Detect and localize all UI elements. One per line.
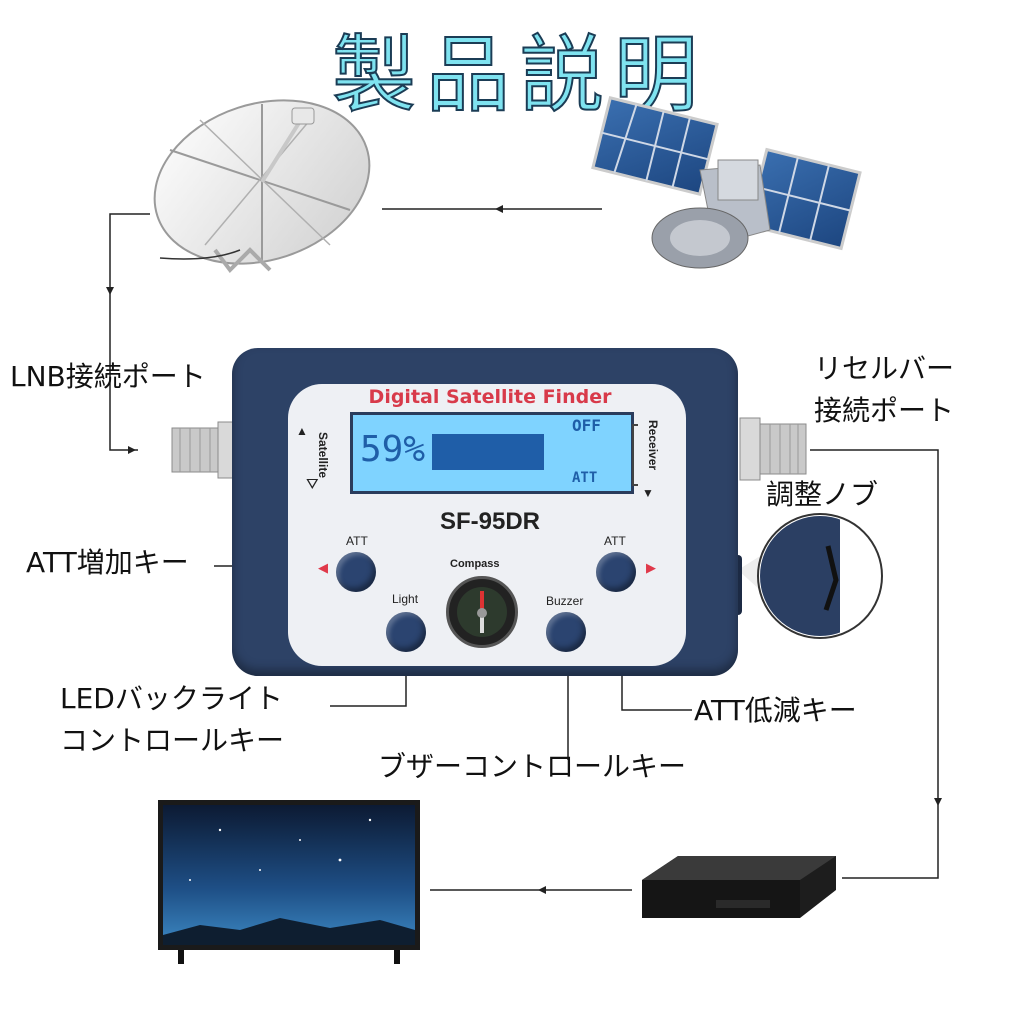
receiver-arrow-icon: ▼	[642, 486, 654, 500]
att-right-arrow-icon: ▶	[646, 560, 656, 575]
tv-icon	[158, 800, 420, 964]
satellite-arrow-icon: ▲	[296, 424, 308, 438]
compass-icon	[446, 576, 518, 648]
lnb-connector-icon	[171, 421, 235, 479]
led-backlight-label-line1: LEDバックライト	[60, 682, 283, 715]
compass-label: Compass	[450, 558, 500, 570]
receiver-port-label-line1: リセルバー	[814, 352, 955, 385]
led-backlight-label-line2: コントロールキー	[60, 724, 285, 757]
receiver-port-label-line2: 接続ポート	[814, 394, 955, 427]
att-left-arrow-icon: ◀	[318, 560, 328, 575]
lnb-port-label: LNB接続ポート	[10, 360, 206, 393]
buzzer-button[interactable]	[546, 612, 586, 652]
device-panel-title: Digital Satellite Finder	[368, 386, 612, 408]
adjust-knob-label: 調整ノブ	[766, 478, 879, 511]
light-button[interactable]	[386, 612, 426, 652]
satellite-icon	[591, 95, 862, 269]
signal-level-bar	[432, 434, 544, 470]
lcd-off-indicator: OFF	[572, 416, 601, 435]
mini-dish-icon: ⛛	[306, 476, 319, 493]
receiver-connector-icon	[739, 417, 807, 481]
att-increase-label: ATT増加キー	[26, 546, 189, 579]
lcd-att-indicator: ATT	[572, 470, 598, 486]
light-label: Light	[392, 592, 419, 606]
device-model: SF-95DR	[439, 508, 541, 535]
buzzer-control-label: ブザーコントロールキー	[378, 750, 687, 783]
att-decrease-label: ATT低減キー	[694, 694, 857, 727]
receiver-side-label: Receiver	[646, 420, 660, 471]
receiver-bracket	[632, 424, 638, 486]
adjust-knob-zoom-icon	[738, 513, 883, 639]
satellite-dish-icon	[153, 99, 371, 274]
att-left-label: ATT	[346, 534, 368, 548]
satellite-side-label: Satellite	[316, 432, 330, 479]
att-right-label: ATT	[604, 534, 626, 548]
receiver-box-icon	[642, 856, 836, 918]
att-decrease-button[interactable]	[596, 552, 636, 592]
signal-percent: 59%	[360, 429, 426, 470]
att-increase-button[interactable]	[336, 552, 376, 592]
buzzer-label: Buzzer	[546, 594, 584, 608]
